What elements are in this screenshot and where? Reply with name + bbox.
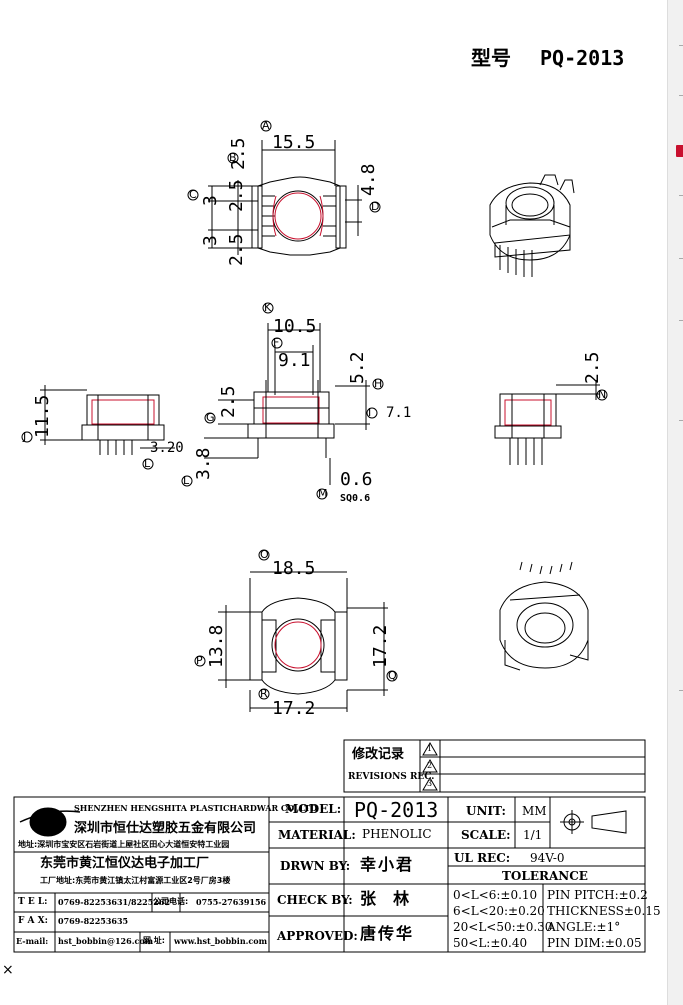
dim-9-1: 9.1 — [278, 350, 311, 371]
marker-l-center: L — [183, 474, 190, 487]
dim-7-1: 7.1 — [386, 405, 412, 421]
scale-label: SCALE: — [461, 828, 511, 842]
company-tel-label: 公司电话: — [153, 897, 189, 906]
ul-rec-label: UL REC: — [454, 851, 511, 865]
dim-17-2-bottom: 17.2 — [272, 698, 316, 719]
side-view-right — [494, 380, 608, 465]
revision-row-3: 3 — [427, 779, 433, 788]
marker-o: O — [260, 548, 269, 561]
marker-g: G — [206, 411, 215, 424]
dim-3-a: 3 — [200, 195, 221, 206]
email-label: E-mail: — [16, 936, 49, 946]
check-by-value: 张 林 — [360, 889, 412, 908]
marker-l-left: L — [144, 457, 151, 470]
company-name-en: SHENZHEN HENGSHITA PLASTICHARDWAR CO.,LT… — [74, 803, 318, 813]
revision-triangles — [422, 742, 438, 791]
scale-value: 1/1 — [523, 828, 543, 842]
marker-p: P — [196, 654, 203, 667]
model-number: PQ-2013 — [540, 46, 625, 70]
tolerance-row-1: 0<L<6:±0.10 — [453, 888, 538, 902]
marker-d: D — [371, 200, 380, 213]
dim-18-5: 18.5 — [272, 558, 316, 579]
tel-value: 0769-82253631/8225262 — [58, 897, 171, 907]
tolerance-row-3: 20<L<50:±0.30 — [453, 920, 553, 934]
tel-label: T E L: — [18, 897, 48, 907]
factory-address: 工厂地址:东莞市黄江镇太江村富源工业区2号厂房3楼 — [40, 876, 231, 885]
company-name-cn: 深圳市恒仕达塑胶五金有限公司 — [74, 821, 257, 836]
red-tab-marker — [676, 145, 683, 157]
front-view-left — [21, 385, 175, 470]
revision-title-en: REVISIONS REC. — [348, 772, 435, 782]
dim-2-5-center: 2.5 — [218, 385, 239, 418]
company-address: 地址:深圳市宝安区石岩街道上屋社区田心大道恒安特工业园 — [18, 840, 230, 849]
marker-q: Q — [388, 669, 397, 682]
marker-b: B — [229, 151, 237, 164]
isometric-view-top — [489, 174, 575, 277]
marker-n: N — [598, 388, 607, 401]
marker-a: A — [262, 119, 270, 132]
thickness: THICKNESS±0.15 — [547, 904, 661, 918]
model-label: MODEL: — [285, 802, 342, 816]
company-tel-value: 0755-27639156 — [196, 897, 267, 907]
material-value: PHENOLIC — [362, 827, 432, 841]
dim-5-2: 5.2 — [347, 351, 368, 384]
dim-10-5: 10.5 — [273, 316, 317, 337]
front-view-center — [181, 302, 384, 500]
dim-17-2-right: 17.2 — [370, 624, 391, 668]
dim-15-5: 15.5 — [272, 132, 316, 153]
bottom-view — [194, 549, 398, 712]
model-type-label: 型号 — [471, 46, 511, 70]
marker-f: F — [273, 336, 280, 349]
right-scroll-strip[interactable] — [667, 0, 683, 1005]
tolerance-row-2: 6<L<20:±0.20 — [453, 904, 545, 918]
approved-value: 唐传华 — [360, 924, 415, 943]
dim-2-5-right: 2.5 — [582, 351, 603, 384]
fax-value: 0769-82253635 — [58, 916, 129, 926]
email-value: hst_bobbin@126.com — [58, 936, 154, 946]
marker-h: H — [374, 377, 383, 390]
marker-j: J — [23, 430, 27, 443]
ul-rec-value: 94V-0 — [530, 851, 565, 865]
marker-m: M — [318, 487, 328, 500]
check-by-label: CHECK BY: — [277, 893, 353, 907]
marker-i: I — [368, 406, 372, 419]
angle: ANGLE:±1° — [547, 920, 621, 934]
dim-4-8: 4.8 — [358, 163, 379, 196]
close-icon[interactable]: × — [2, 962, 14, 978]
marker-k: K — [264, 301, 272, 314]
approved-label: APPROVED: — [277, 929, 358, 943]
revision-row-2: 2 — [427, 761, 433, 770]
factory-name-cn: 东莞市黄江恒仪达电子加工厂 — [40, 856, 210, 871]
dim-3-b: 3 — [200, 235, 221, 246]
drawn-by-label: DRWN BY: — [280, 859, 351, 873]
tolerance-label: TOLERANCE — [502, 869, 588, 883]
revision-row-1: 1 — [427, 744, 433, 753]
title-block-lines — [13, 739, 646, 953]
web-label: 网 址: — [143, 936, 165, 945]
revision-title-cn: 修改记录 — [352, 747, 405, 762]
dim-2-5-mid: 2.5 — [226, 179, 247, 212]
dim-11-5: 11.5 — [32, 394, 53, 438]
web-value: www.hst_bobbin.com — [174, 936, 268, 946]
dim-0-6: 0.6 — [340, 469, 373, 490]
pin-pitch: PIN PITCH:±0.2 — [547, 888, 648, 902]
pin-dim: PIN DIM:±0.05 — [547, 936, 642, 950]
dim-3-8: 3.8 — [193, 447, 214, 480]
fax-label: F A X: — [18, 916, 48, 926]
material-label: MATERIAL: — [278, 828, 356, 842]
marker-r: R — [260, 687, 268, 700]
dim-2-5-bot: 2.5 — [226, 233, 247, 266]
dim-3-20: 3.20 — [150, 440, 184, 456]
model-value: PQ-2013 — [354, 798, 439, 822]
unit-value: MM — [522, 804, 547, 818]
isometric-view-bottom — [499, 561, 589, 671]
top-view — [187, 120, 381, 256]
dim-13-8: 13.8 — [206, 624, 227, 668]
tolerance-row-4: 50<L:±0.40 — [453, 936, 528, 950]
unit-label: UNIT: — [466, 804, 506, 818]
drawn-by-value: 幸小君 — [360, 855, 415, 874]
sq-label: SQ0.6 — [340, 493, 371, 504]
marker-c: C — [189, 188, 197, 201]
